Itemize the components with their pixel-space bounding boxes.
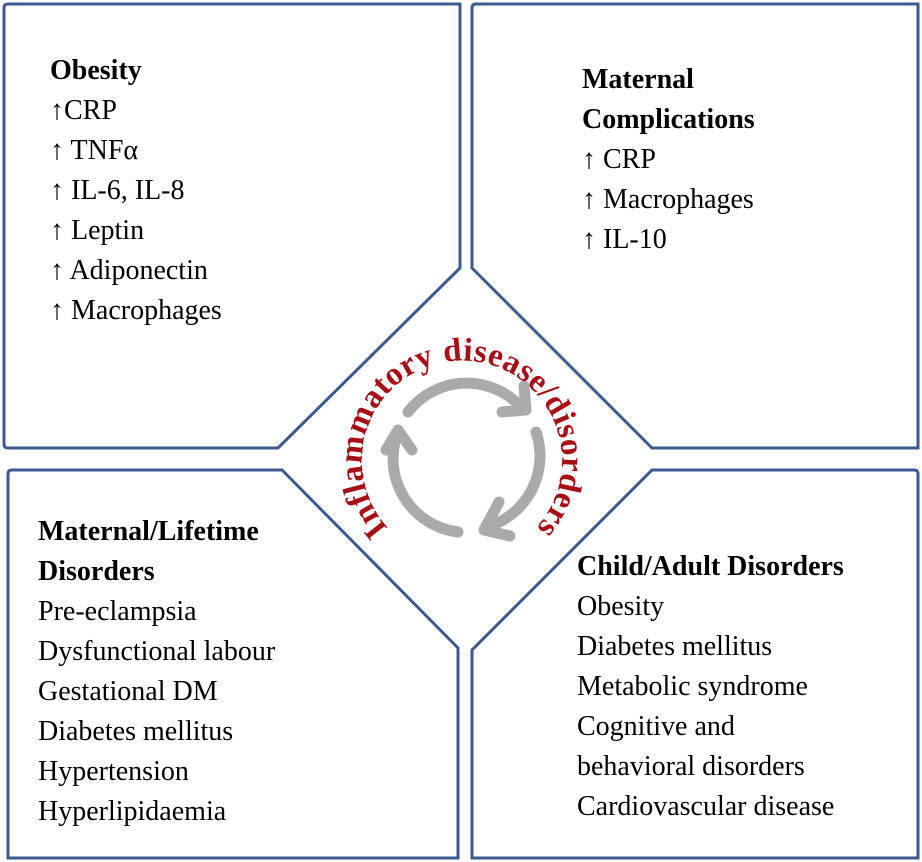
list-item: Cognitive and [577,711,735,742]
list-item: Obesity [577,591,665,622]
panel-title: Complications [582,104,755,135]
list-item: ↑ Macrophages [582,184,754,215]
panel-top-left-border [2,2,462,450]
list-item: Diabetes mellitus [38,716,234,747]
cycle-arrows-icon [380,377,546,542]
panel-child-adult-disorders: Child/Adult Disorders Obesity Diabetes m… [577,547,844,827]
panel-bottom-left-border [6,468,460,860]
list-item: Diabetes mellitus [577,631,773,662]
list-item: Pre-eclampsia [38,596,197,627]
list-item: ↑ CRP [582,144,656,175]
panel-maternal-complications: Maternal Complications ↑ CRP ↑ Macrophag… [582,60,755,260]
list-item: Gestational DM [38,676,218,707]
list-item: Cardiovascular disease [577,791,835,822]
panel-obesity: Obesity ↑CRP ↑ TNFα ↑ IL-6, IL-8 ↑ Lepti… [50,51,222,331]
list-item: ↑ TNFα [50,135,139,166]
list-item: ↑ Macrophages [50,295,222,326]
panel-top-right-border [470,2,920,450]
panel-bottom-right-border [470,468,920,860]
list-item: ↑ IL-10 [582,224,667,255]
panel-title: Disorders [38,556,155,587]
list-item: Metabolic syndrome [577,671,808,702]
list-item: ↑ IL-6, IL-8 [50,175,185,206]
panel-title: Maternal [582,64,694,95]
list-item: Hypertension [38,756,189,787]
center-arc-label: Inflammatory disease/disorders [333,332,590,545]
list-item: Hyperlipidaemia [38,796,227,827]
list-item: ↑ Leptin [50,215,145,246]
list-item: behavioral disorders [577,751,805,782]
panel-title: Obesity [50,55,142,86]
list-item: ↑ Adiponectin [50,255,208,286]
list-item: ↑CRP [50,95,117,126]
list-item: Dysfunctional labour [38,636,276,667]
panel-maternal-lifetime-disorders: Maternal/Lifetime Disorders Pre-eclampsi… [38,512,275,832]
panel-title: Child/Adult Disorders [577,551,844,582]
panel-title: Maternal/Lifetime [38,516,259,547]
